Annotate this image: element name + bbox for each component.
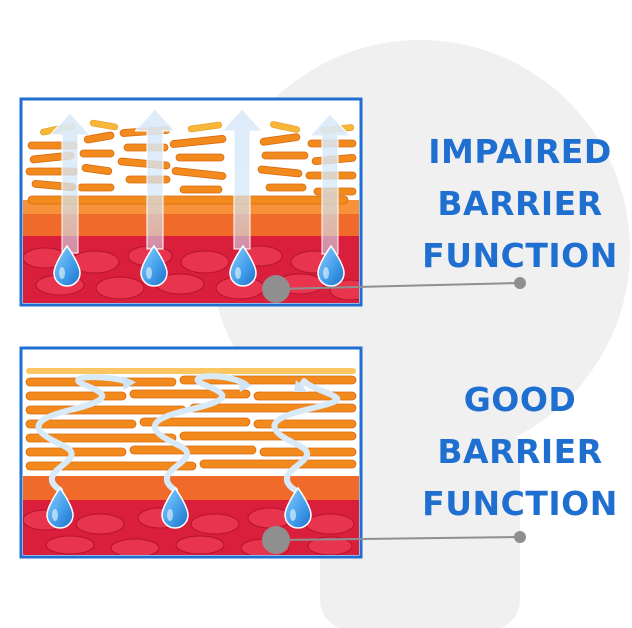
label-line: IMPAIRED	[428, 132, 612, 171]
label-line: BARRIER	[437, 184, 603, 223]
label-line: FUNCTION	[422, 484, 618, 523]
good-barrier-function-label: GOOD BARRIER FUNCTION	[410, 374, 630, 530]
good-barrier-panel	[19, 346, 526, 559]
label-line: BARRIER	[437, 432, 603, 471]
pointer-line-top	[262, 275, 526, 303]
impaired-barrier-panel	[19, 97, 526, 307]
impaired-barrier-function-label: IMPAIRED BARRIER FUNCTION	[410, 126, 630, 282]
pointer-line-bottom	[262, 526, 526, 554]
label-line: FUNCTION	[422, 236, 618, 275]
wavy-arrow-icon	[35, 373, 341, 493]
label-line: GOOD	[463, 380, 577, 419]
